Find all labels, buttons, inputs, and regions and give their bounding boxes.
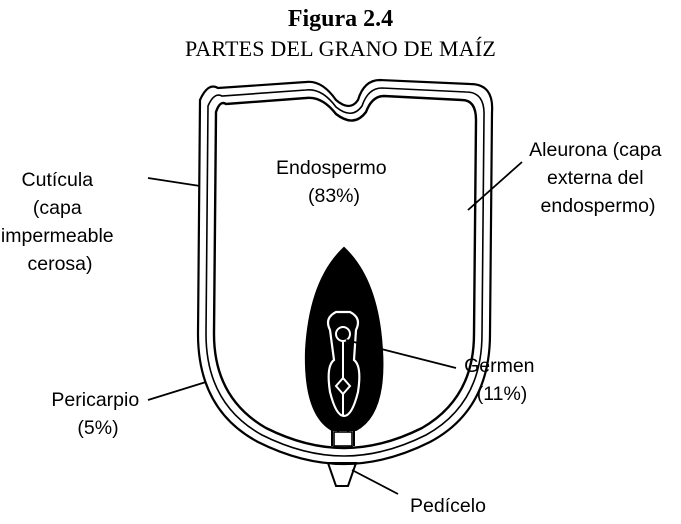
label-endospermo: Endospermo (83%) <box>276 157 392 207</box>
label-germen-line: (11%) <box>477 383 528 405</box>
label-cuticula-line: Cutícula <box>22 169 94 191</box>
pedicel-shape <box>328 463 356 486</box>
label-aleurona-line: endospermo) <box>541 195 656 217</box>
leader-cuticula <box>148 178 200 186</box>
label-pericarpio: Pericarpio (5%) <box>51 389 144 439</box>
label-cuticula-line: cerosa) <box>27 253 92 275</box>
label-cuticula: Cutícula (capa impermeable cerosa) <box>1 169 119 275</box>
label-germen-line: Germen <box>464 355 534 377</box>
label-pedicelo: Pedícelo <box>410 495 486 517</box>
label-cuticula-line: (capa <box>33 197 82 219</box>
plumule <box>336 327 350 341</box>
label-aleurona-line: externa del <box>547 167 643 189</box>
label-aleurona-line: Aleurona (capa <box>529 139 661 161</box>
label-aleurona: Aleurona (capa externa del endospermo) <box>529 139 667 217</box>
leader-pedicelo <box>352 470 398 494</box>
label-cuticula-line: impermeable <box>1 225 114 247</box>
label-pericarpio-line: (5%) <box>77 417 118 439</box>
label-pedicelo-line: Pedícelo <box>410 495 486 517</box>
leader-pericarpio <box>148 382 206 400</box>
label-endospermo-line: Endospermo <box>276 157 387 179</box>
label-endospermo-line: (83%) <box>308 185 360 207</box>
label-pericarpio-line: Pericarpio <box>51 389 139 411</box>
